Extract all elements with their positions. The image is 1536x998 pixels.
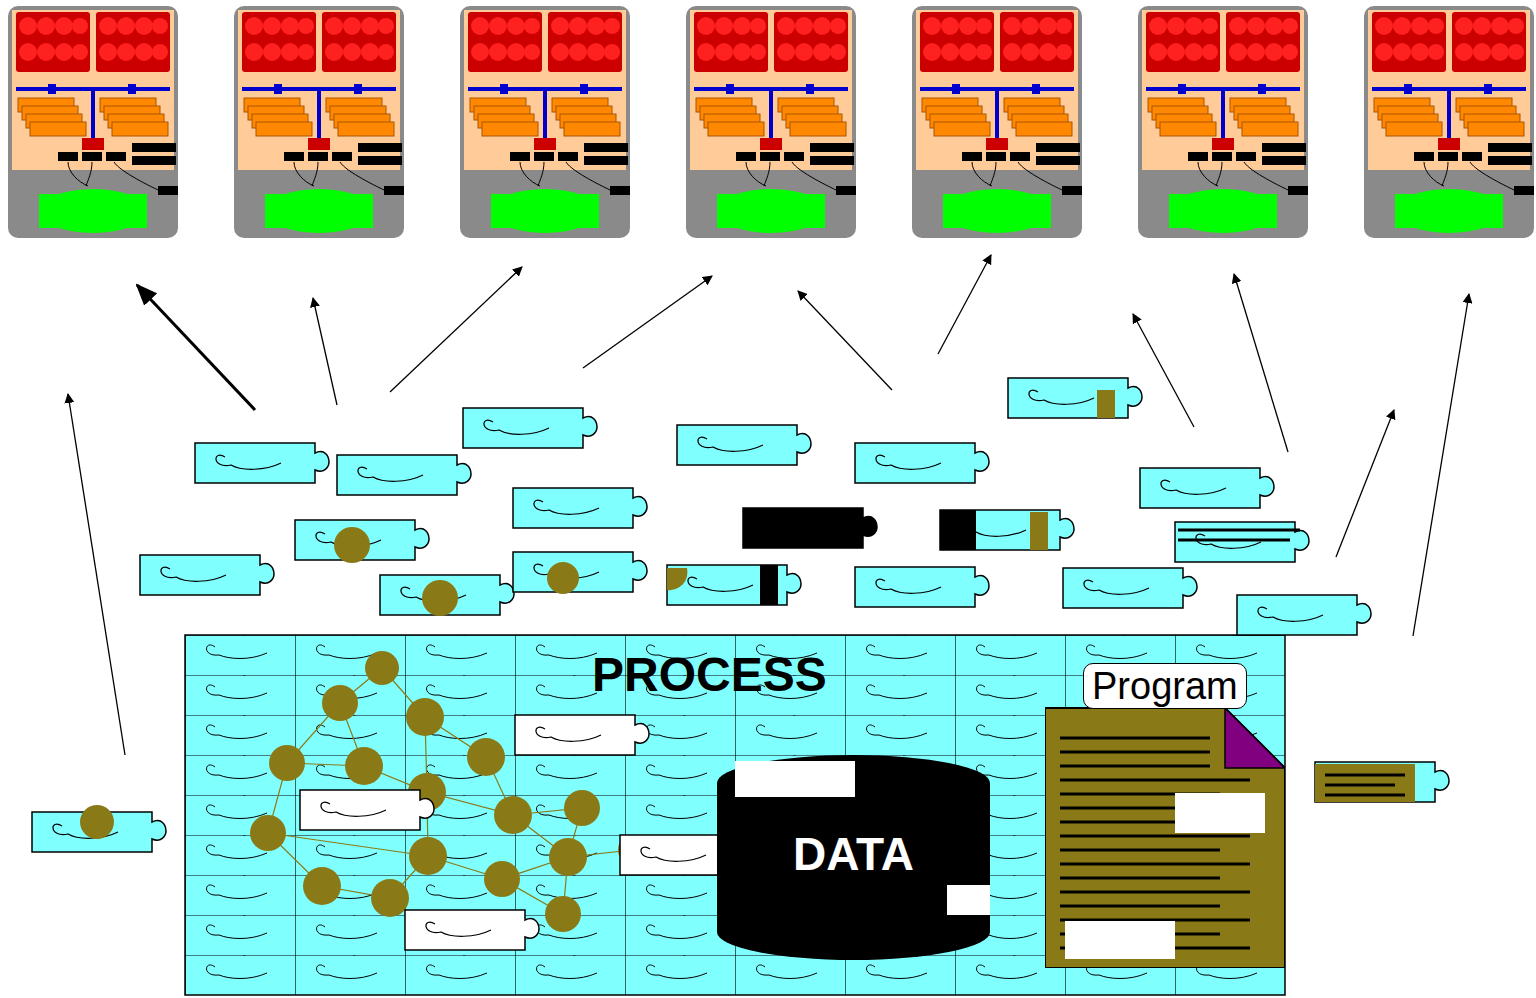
data-label: DATA	[793, 827, 914, 881]
database-node: DATA	[717, 755, 990, 960]
region-title: PROCESS	[592, 647, 827, 702]
program-label: Program	[1083, 663, 1247, 709]
puzzle-region: PROCESS DATA Program	[185, 635, 1285, 995]
program-node: Program	[1045, 663, 1285, 968]
